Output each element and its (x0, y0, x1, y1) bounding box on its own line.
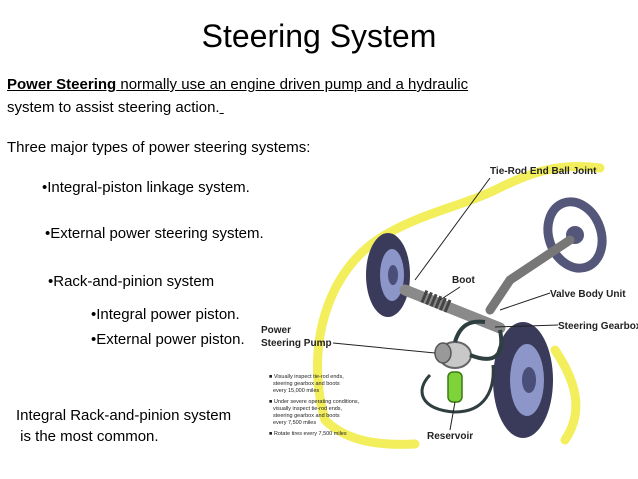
label-power-steering-pump: Power Steering Pump (261, 325, 436, 354)
svg-text:Steering Pump: Steering Pump (261, 338, 332, 349)
sub-bullet-external-power-piston: •External power piston. (91, 331, 245, 348)
steering-column (485, 235, 575, 315)
maintenance-notes: ■ Visually inspect tie-rod ends, steerin… (269, 374, 360, 437)
label-reservoir: Reservoir (427, 401, 473, 442)
bullet-external-power-steering: •External power steering system. (45, 225, 264, 242)
hydraulic-hose-1 (453, 319, 486, 343)
svg-text:■ Visually inspect tie-rod end: ■ Visually inspect tie-rod ends, (269, 374, 344, 380)
car-body-outline-front (320, 415, 420, 449)
svg-text:steering gearbox and boots: steering gearbox and boots (273, 381, 340, 387)
conclusion-line-2: is the most common. (16, 428, 159, 445)
car-body-outline (313, 162, 605, 425)
svg-text:Tie-Rod End Ball Joint: Tie-Rod End Ball Joint (490, 166, 597, 177)
bullet-integral-piston-linkage: •Integral-piston linkage system. (42, 179, 250, 196)
svg-text:visually inspect tie-rod ends,: visually inspect tie-rod ends, (273, 406, 343, 412)
svg-text:steering gearbox and boots: steering gearbox and boots (273, 413, 340, 419)
hydraulic-hose-2 (469, 329, 504, 361)
svg-text:Boot: Boot (452, 275, 475, 286)
svg-text:Steering Gearbox: Steering Gearbox (558, 321, 638, 332)
intro-trailing-underline (220, 99, 224, 116)
slide-title: Steering System (201, 18, 437, 54)
label-boot: Boot (439, 275, 475, 301)
label-valve-body: Valve Body Unit (499, 289, 626, 311)
svg-text:■ Under severe operating condi: ■ Under severe operating conditions, (269, 399, 360, 405)
intro-line-1: normally use an engine driven pump and a… (116, 76, 469, 93)
cooling-line (420, 364, 495, 414)
power-steering-term: Power Steering (7, 76, 117, 93)
sub-bullet-integral-power-piston: •Integral power piston. (91, 306, 240, 323)
conclusion-line-1: Integral Rack-and-pinion system (16, 407, 232, 424)
intro-line-2: system to assist steering action. (7, 99, 220, 116)
conclusion: Integral Rack-and-pinion system is the m… (16, 405, 231, 447)
label-tie-rod: Tie-Rod End Ball Joint (414, 166, 597, 281)
steering-wheel (543, 197, 607, 273)
steering-system-diagram: Tie-Rod End Ball Joint Boot Valve Body U… (261, 162, 638, 449)
left-wheel-hub (388, 265, 398, 285)
bullet-rack-and-pinion: •Rack-and-pinion system (48, 273, 215, 290)
svg-text:every 7,500 miles: every 7,500 miles (273, 420, 316, 426)
svg-text:Valve Body Unit: Valve Body Unit (550, 289, 626, 300)
svg-text:■ Rotate tires every 7,500 mil: ■ Rotate tires every 7,500 miles (269, 431, 347, 437)
svg-text:every 15,000 miles: every 15,000 miles (273, 388, 319, 394)
svg-text:Power: Power (261, 325, 291, 336)
right-wheel-hub (522, 367, 536, 393)
fluid-reservoir (447, 371, 463, 403)
car-body-outline-right (550, 345, 581, 445)
pump-pulley (434, 342, 452, 364)
intro-paragraph: Power Steering normally use an engine dr… (7, 73, 527, 119)
types-heading: Three major types of power steering syst… (7, 139, 311, 156)
svg-text:Reservoir: Reservoir (427, 431, 473, 442)
label-steering-gearbox: Steering Gearbox (494, 321, 638, 332)
